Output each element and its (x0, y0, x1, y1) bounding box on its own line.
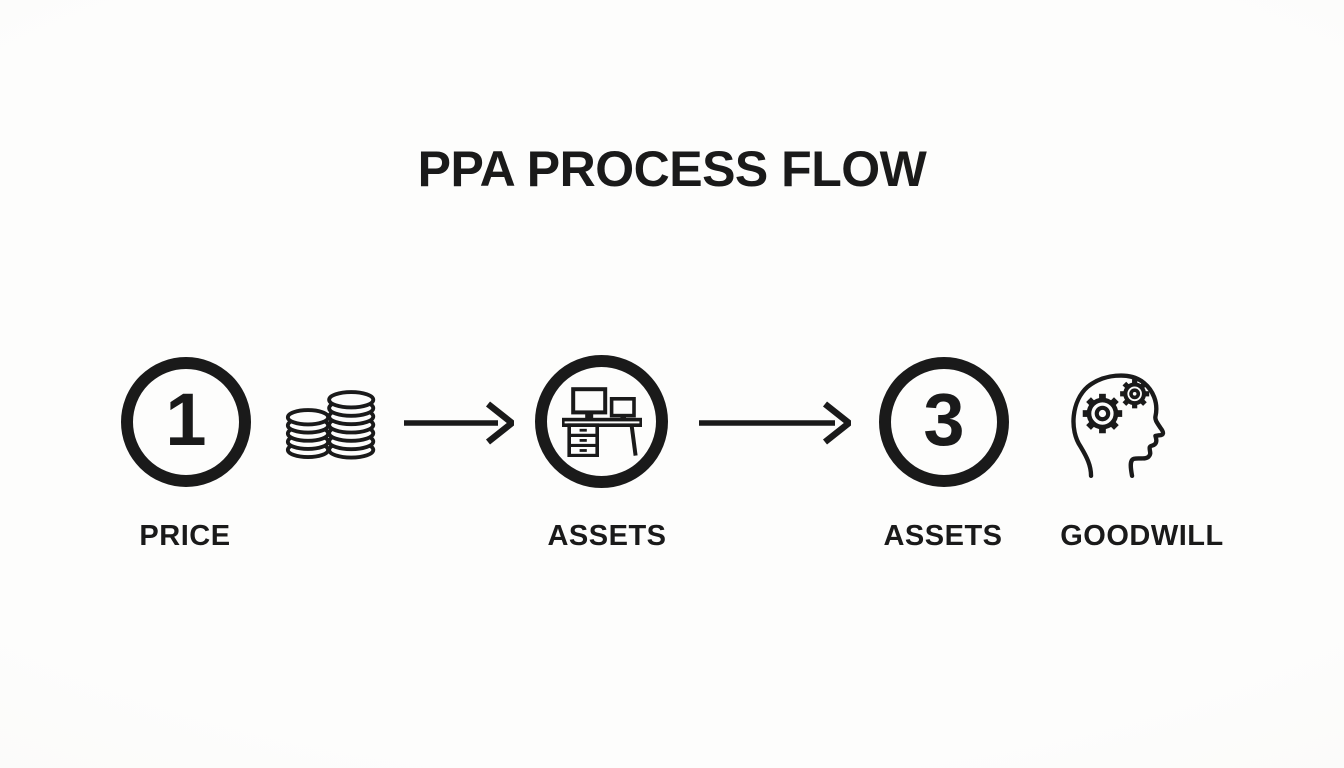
coin-stacks-icon (284, 384, 380, 462)
step-1-number: 1 (165, 378, 207, 461)
head-gears-icon (1064, 372, 1170, 480)
step-1-label: PRICE (139, 520, 231, 552)
step-1-circle: 1 (121, 357, 251, 487)
step-3-label: ASSETS (883, 520, 1003, 552)
step-2-circle (535, 355, 668, 488)
step-2-label: ASSETS (547, 520, 667, 552)
right-arrow-icon (697, 398, 851, 448)
step-3-circle: 3 (879, 357, 1009, 487)
goodwill-label: GOODWILL (1060, 520, 1224, 552)
diagram-title: PPA PROCESS FLOW (417, 141, 927, 197)
right-arrow-icon (402, 398, 514, 448)
step-3-number: 3 (923, 378, 965, 461)
desk-computer-icon (561, 386, 642, 457)
